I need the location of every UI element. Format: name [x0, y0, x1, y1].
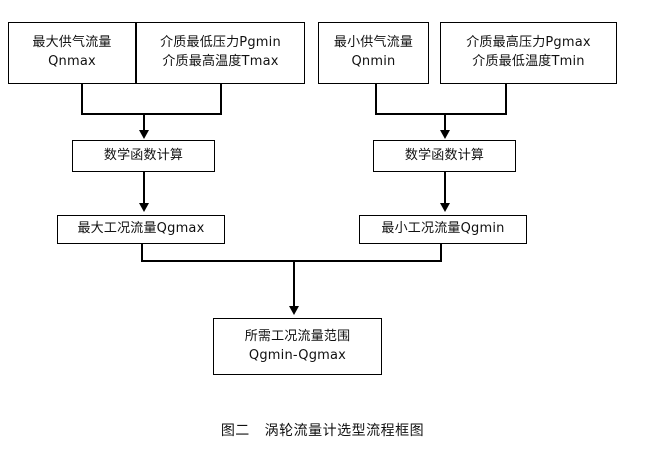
- node-required-working-flow-range: 所需工况流量范围 Qgmin-Qgmax: [213, 318, 382, 375]
- edge-calcleft-to-qgmax: [143, 172, 145, 205]
- node-calc-left-label: 数学函数计算: [103, 147, 184, 163]
- edge-bottom-merge-arrowhead: [289, 306, 299, 315]
- node-min-pressure-max-temp: 介质最低压力Pgmin 介质最高温度Tmax: [136, 22, 305, 84]
- edge-right-merge-arrowhead: [440, 130, 450, 139]
- node-qgmax-label: 最大工况流量Qgmax: [77, 221, 205, 237]
- figure-caption: 图二 涡轮流量计选型流程框图: [220, 423, 425, 439]
- edge-left-merge-drop: [143, 113, 145, 133]
- edge-bottom-merge-drop: [293, 260, 295, 308]
- edge-qgmax-stub: [141, 244, 143, 262]
- edge-right-merge-drop: [444, 113, 446, 133]
- edge-right-merge-bar: [375, 113, 507, 115]
- node-min-working-flow-qgmin: 最小工况流量Qgmin: [359, 215, 527, 244]
- edge-qgmin-stub: [440, 244, 442, 262]
- node-pgmax-line2: 介质最低温度Tmin: [472, 54, 585, 69]
- node-result-line1: 所需工况流量范围: [244, 328, 351, 344]
- edge-pgmin-stub: [220, 84, 222, 115]
- edge-calcright-to-qgmin: [444, 172, 446, 205]
- node-qgmin-label: 最小工况流量Qgmin: [381, 221, 505, 237]
- node-min-supply-flow: 最小供气流量 Qnmin: [318, 22, 429, 84]
- edge-pgmax-stub: [505, 84, 507, 115]
- node-qnmax-line2: Qnmax: [48, 54, 96, 69]
- edge-left-merge-arrowhead: [139, 130, 149, 139]
- edge-calcleft-to-qgmax-arrowhead: [139, 203, 149, 212]
- node-qnmin-line1: 最小供气流量: [333, 35, 414, 51]
- edge-left-merge-bar: [81, 113, 222, 115]
- edge-qnmax-stub: [81, 84, 83, 115]
- node-qnmin-line2: Qnmin: [351, 54, 396, 69]
- node-math-function-calc-right: 数学函数计算: [373, 140, 516, 172]
- edge-bottom-merge-bar: [141, 260, 442, 262]
- node-result-line2: Qgmin-Qgmax: [248, 347, 347, 363]
- node-calc-right-label: 数学函数计算: [404, 147, 485, 163]
- node-max-supply-flow: 最大供气流量 Qnmax: [8, 22, 136, 84]
- node-qnmax-line1: 最大供气流量: [32, 35, 112, 51]
- node-math-function-calc-left: 数学函数计算: [72, 140, 215, 172]
- node-max-pressure-min-temp: 介质最高压力Pgmax 介质最低温度Tmin: [440, 22, 617, 84]
- node-pgmin-line2: 介质最高温度Tmax: [162, 54, 279, 69]
- edge-calcright-to-qgmin-arrowhead: [440, 203, 450, 212]
- node-max-working-flow-qgmax: 最大工况流量Qgmax: [57, 215, 225, 244]
- node-pgmax-line1: 介质最高压力Pgmax: [466, 35, 591, 51]
- edge-qnmin-stub: [375, 84, 377, 115]
- node-pgmin-line1: 介质最低压力Pgmin: [160, 35, 281, 51]
